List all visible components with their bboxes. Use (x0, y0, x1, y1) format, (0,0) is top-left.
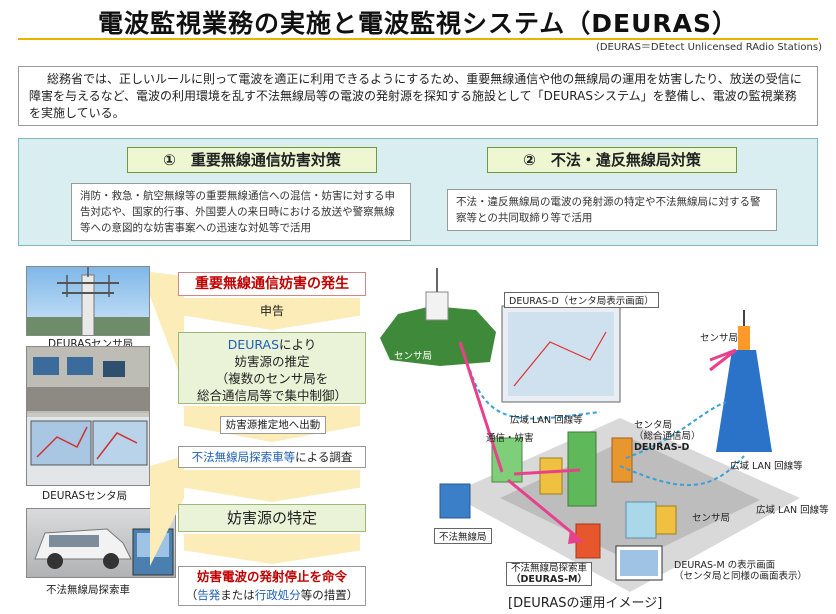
sensor-mid-label: センサ局 (692, 513, 731, 524)
flow-step-order: 妨害電波の発射停止を命令 （告発または行政処分等の措置） (178, 566, 366, 606)
flow-step-investigation: 不法無線局探索車等による調査 (178, 446, 366, 468)
step2-line3: （複数のセンサ局を (215, 371, 329, 386)
sensor-left-label: センサ局 (394, 351, 433, 362)
control-room-icon (27, 347, 149, 485)
sensor-station-photo (26, 266, 150, 336)
center-line1: センタ局 (634, 420, 673, 431)
flow-connectors (150, 272, 184, 566)
flow-arrow-4 (184, 534, 360, 564)
antenna-tower-icon (27, 267, 149, 335)
diagram-caption: [DEURASの運用イメージ] (508, 596, 663, 611)
lan-label-1: 広域 LAN 回線等 (510, 415, 583, 426)
vehicle-icon (34, 528, 174, 576)
order-line: 妨害電波の発射停止を命令 (196, 569, 347, 584)
operation-diagram-art (380, 268, 800, 592)
search-vehicle-label: 不法無線局探索車等 (191, 450, 296, 464)
interference-label: 通信・妨害 (486, 433, 534, 444)
step3-suffix: による調査 (295, 450, 353, 464)
step2-line4: 総合通信局等で集中制御） (196, 388, 347, 403)
flow-arrow-dispatch-label: 妨害源推定地へ出動 (220, 416, 326, 434)
flow-arrow-3 (184, 470, 360, 502)
flow-step-identify: 妨害源の特定 (178, 504, 366, 532)
flow-step-estimate: DEURASにより 妨害源の推定 （複数のセンサ局を 総合通信局等で集中制御） (178, 332, 366, 404)
car-line1: 不法無線局探索車 (511, 563, 588, 574)
step2-line2: 妨害源の推定 (234, 354, 310, 369)
deuras-label: DEURAS (227, 337, 280, 352)
title-underline (18, 38, 818, 40)
intro-box: 総務省では、正しいルールに則って電波を適正に利用できるようにするため、重要無線通… (18, 66, 818, 126)
lan-label-2: 広域 LAN 回線等 (730, 461, 803, 472)
measure-2-heading: ② 不法・違反無線局対策 (487, 147, 737, 173)
center-station-caption: DEURASセンタ局 (42, 490, 128, 502)
search-vehicle-photo (26, 508, 176, 578)
measures-suffix: 等の措置） (300, 588, 359, 602)
accusation-label: 告発 (197, 588, 221, 602)
operation-diagram: DEURAS-D（センタ局表示画面） センサ局 センサ局 センサ局 広域 LAN… (380, 262, 836, 614)
center-station-photo (26, 346, 150, 486)
illegal-station-label: 不法無線局 (434, 528, 492, 544)
paren-open: （ (185, 588, 198, 602)
step2-suffix: により (279, 337, 317, 352)
flow-arrow-report-label: 申告 (259, 304, 284, 318)
lan-label-3: 広域 LAN 回線等 (756, 505, 829, 516)
deuras-m-screen-label: DEURAS-M の表示画面 （センタ局と同様の画面表示） (674, 560, 807, 582)
intro-text: 総務省では、正しいルールに則って電波を適正に利用できるようにするため、重要無線通… (29, 72, 802, 120)
car-line2: （DEURAS-M） (511, 574, 587, 585)
center-line3: DEURAS-D (634, 442, 690, 453)
or-label: または (220, 588, 255, 602)
center-line2: （総合通信局） (634, 431, 701, 442)
measure-1-heading: ① 重要無線通信妨害対策 (127, 147, 377, 173)
measures-panel: ① 重要無線通信妨害対策 ② 不法・違反無線局対策 消防・救急・航空無線等の重要… (18, 138, 818, 246)
m-screen-line1: DEURAS-M の表示画面 (674, 560, 776, 571)
flow-step-occurrence: 重要無線通信妨害の発生 (178, 272, 366, 296)
search-car-label: 不法無線局探索車 （DEURAS-M） (506, 562, 593, 586)
measure-2-body: 不法・違反無線局の電波の発射源の特定や不法無線局に対する警察等との共同取締り等で… (447, 189, 777, 231)
deuras-d-screen-label: DEURAS-D（センタ局表示画面） (504, 292, 659, 308)
measure-1-body: 消防・救急・航空無線等の重要無線通信への混信・妨害に対する申告対応や、国家的行事… (71, 183, 411, 241)
page-title: 電波監視業務の実施と電波監視システム（DEURAS） (98, 9, 738, 38)
admin-action-label: 行政処分 (254, 588, 301, 602)
search-vehicle-caption: 不法無線局探索車 (46, 584, 130, 596)
center-station-label: センタ局 （総合通信局） DEURAS-D (634, 420, 701, 453)
sensor-right-label: センサ局 (700, 333, 739, 344)
m-screen-line2: （センタ局と同様の画面表示） (674, 571, 808, 582)
page-subtitle: (DEURAS＝DEtect Unlicensed RAdio Stations… (595, 42, 822, 53)
